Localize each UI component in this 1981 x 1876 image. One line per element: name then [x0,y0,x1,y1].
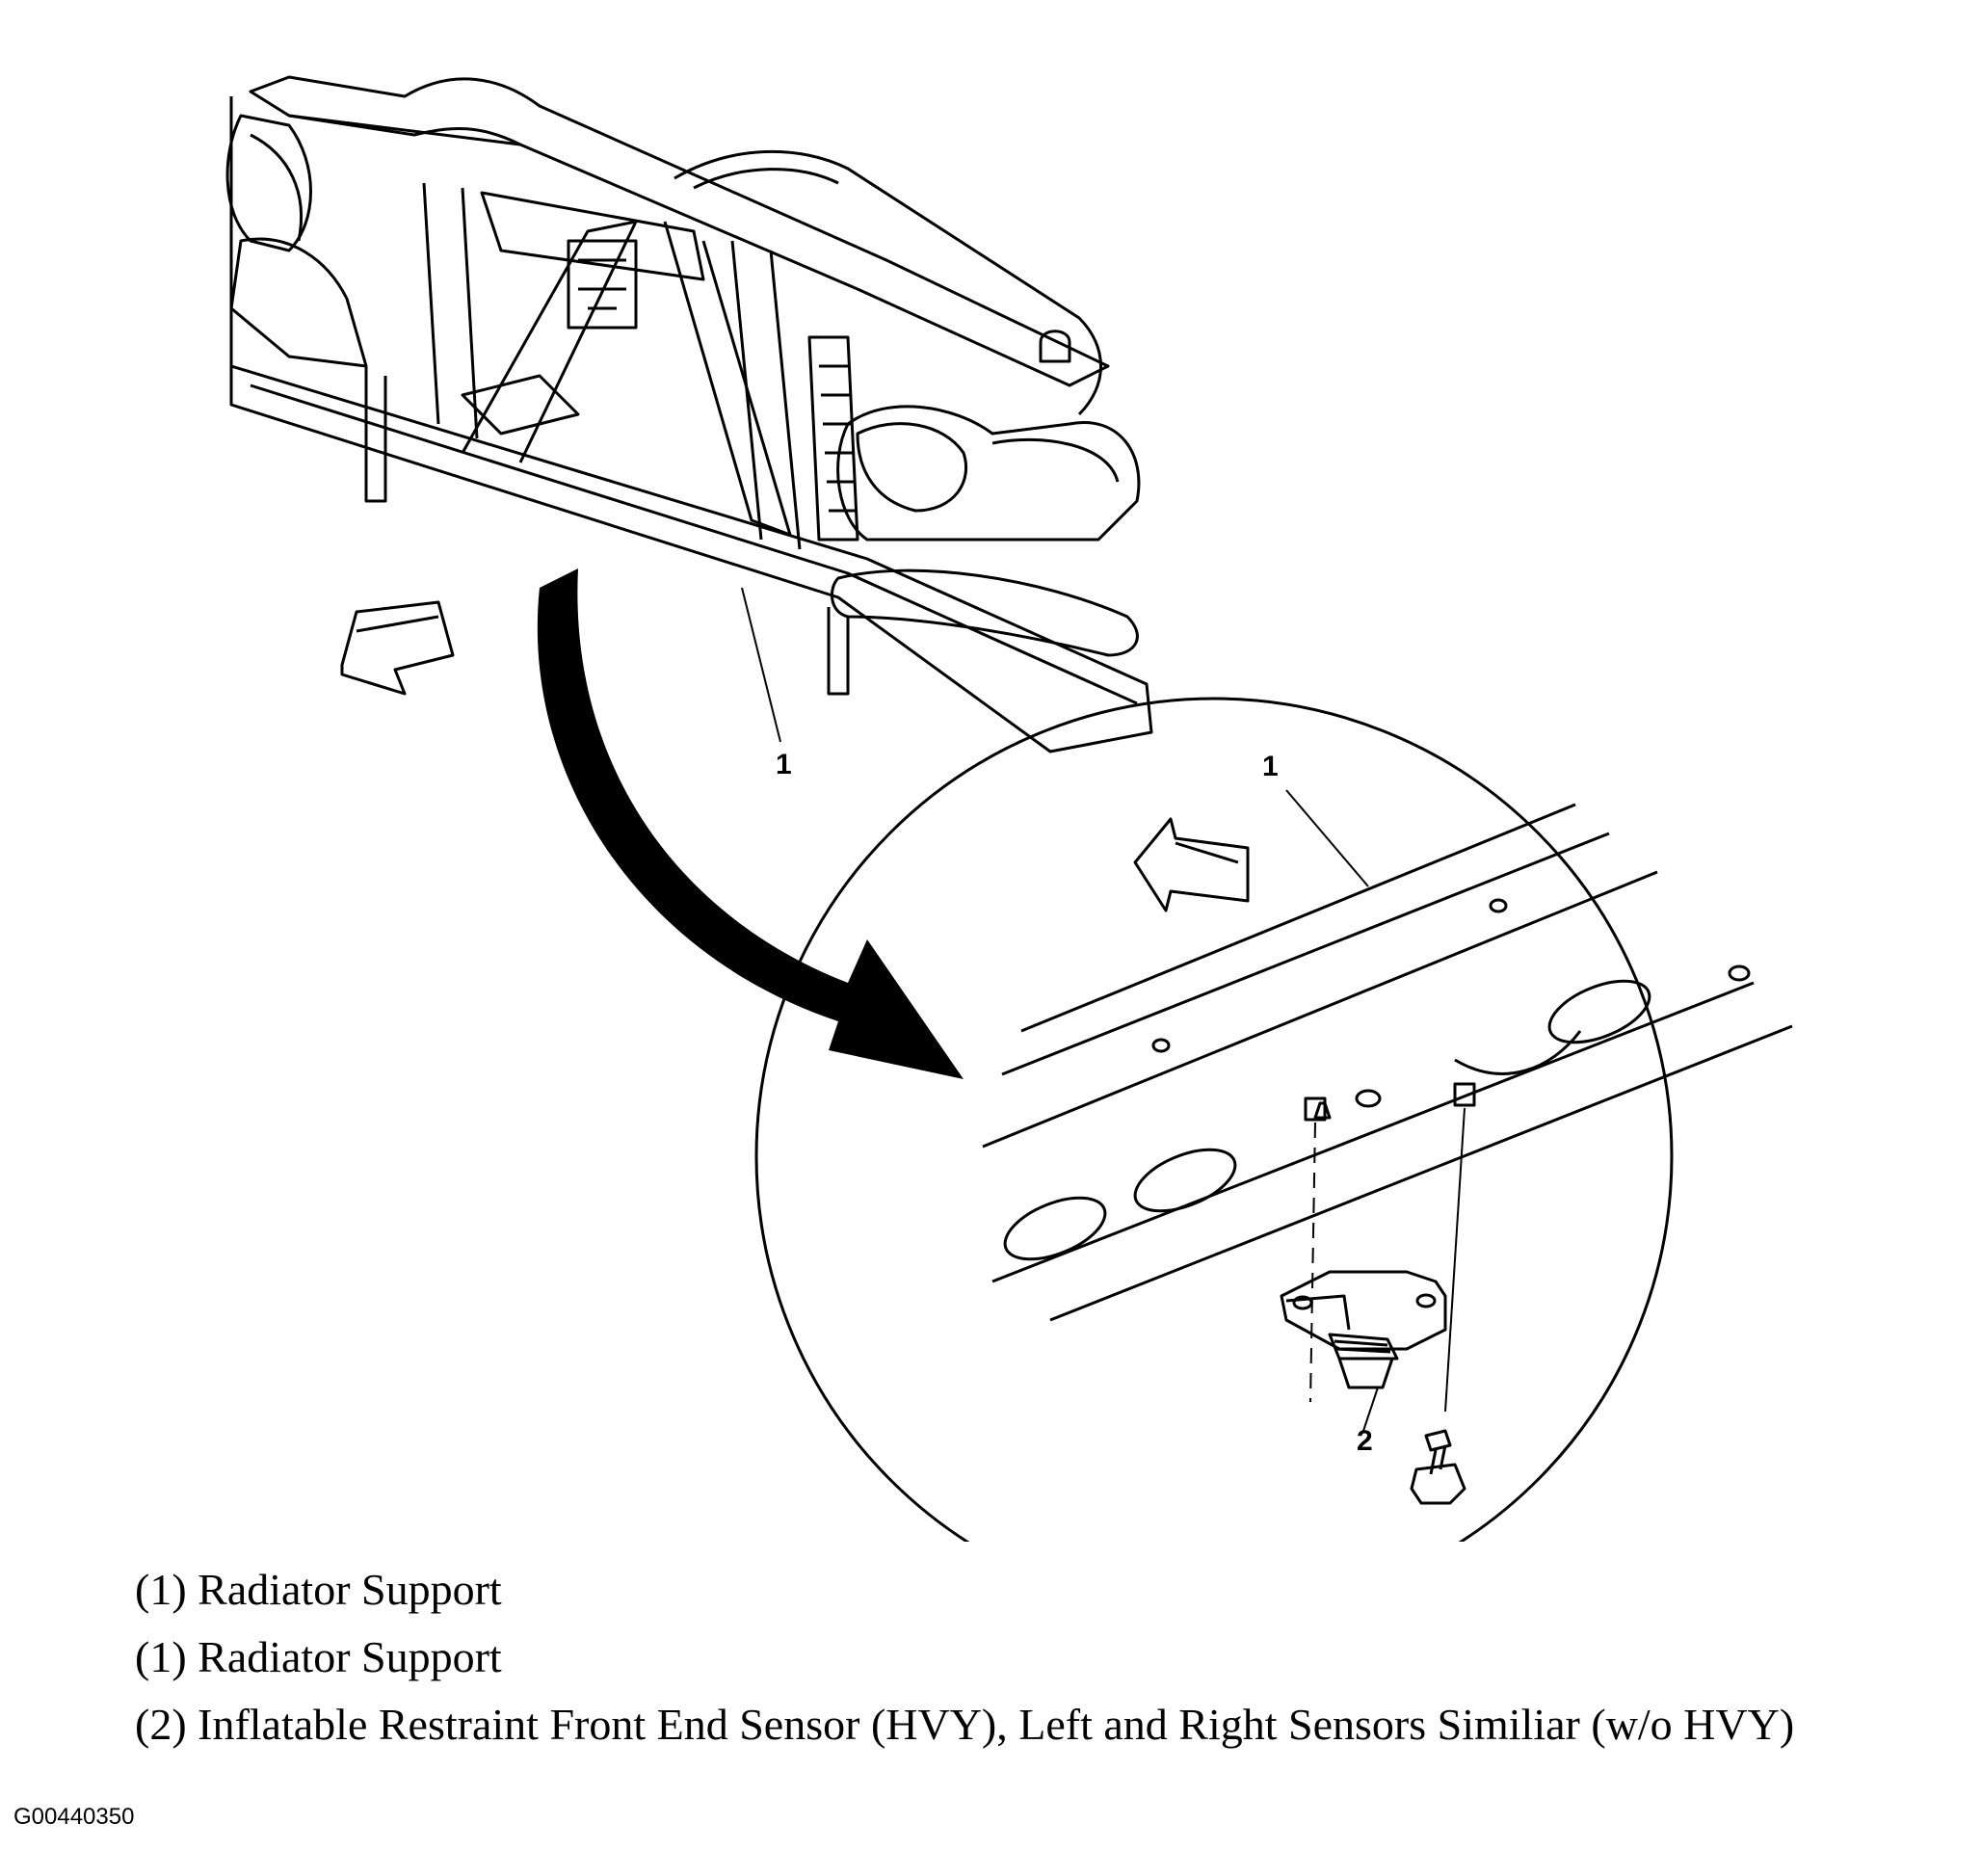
diagram-illustration: 1 1 2 [225,75,1793,1542]
detail-view-circle [754,697,1674,1542]
figure-id: G00440350 [13,1804,135,1830]
radiator-support-assembly [225,75,1153,753]
forward-arrow-detail [1133,817,1250,912]
detail-view-arrow [537,568,964,1079]
legend-item: (2) Inflatable Restraint Front End Senso… [135,1700,1795,1749]
legend-item: (1) Radiator Support [135,1565,502,1614]
legend: (1) Radiator Support (1) Radiator Suppor… [135,1556,1794,1758]
detail-radiator-support [982,803,1793,1322]
forward-arrow-overview [340,600,455,696]
callout-1-detail: 1 [1262,751,1279,782]
front-end-sensor [1280,789,1476,1505]
callout-2-detail: 2 [1357,1425,1373,1457]
legend-item: (1) Radiator Support [135,1632,502,1681]
callout-1-overview: 1 [776,749,792,780]
